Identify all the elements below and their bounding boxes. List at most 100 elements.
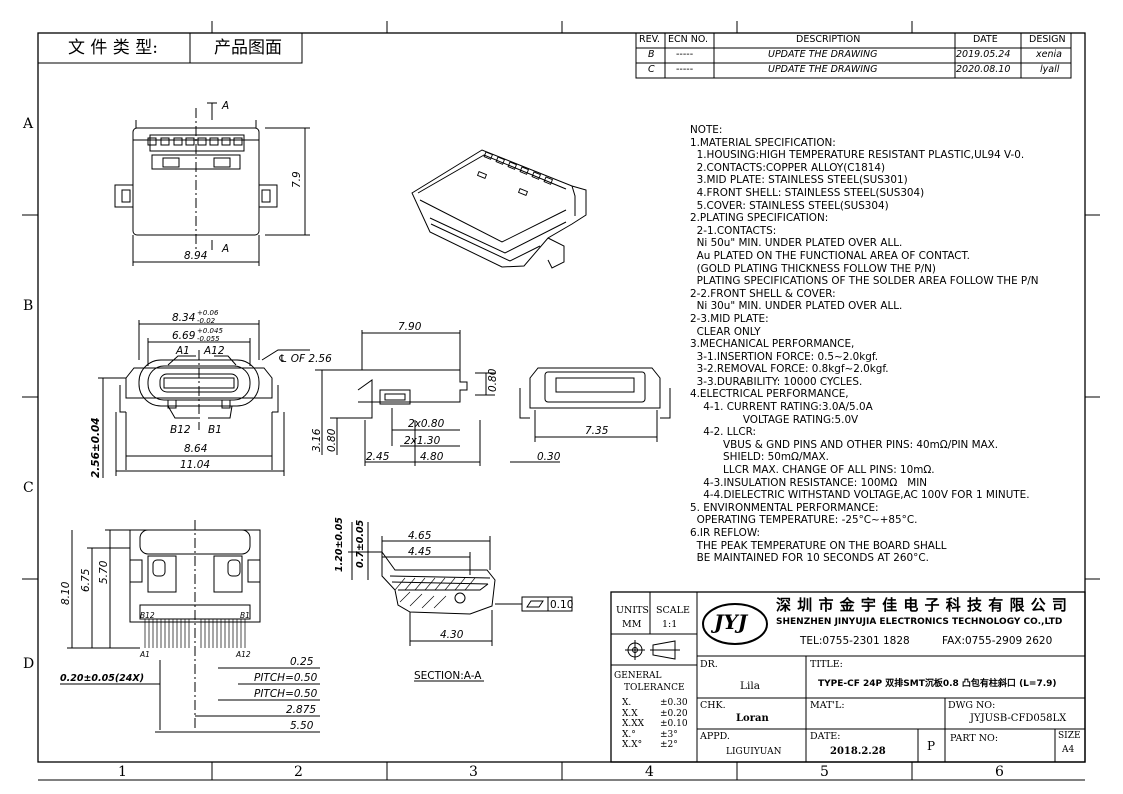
pin-label-b1: B1: [208, 424, 222, 436]
note-line: 5. ENVIRONMENTAL PERFORMANCE:: [690, 501, 879, 514]
note-line: 2-2.FRONT SHELL & COVER:: [690, 287, 836, 300]
grid-col-5: 5: [820, 764, 829, 780]
company-logo: JYJ: [714, 610, 748, 634]
grid-col-6: 6: [995, 764, 1004, 780]
dim-front-w2-tol-lo: -0.055: [197, 335, 220, 343]
dim-bottom-pitch1: PITCH=0.50: [254, 672, 318, 684]
size-value: A4: [1062, 745, 1075, 755]
note-line: 6.IR REFLOW:: [690, 527, 761, 539]
pin-label-a12: A12: [203, 345, 225, 357]
note-line: 2.PLATING SPECIFICATION:: [690, 212, 829, 225]
dim-section-445: 4.45: [408, 546, 432, 558]
dim-front-w1-tol-hi: +0.06: [197, 309, 219, 317]
dim-front-height: 2.56±0.04: [90, 417, 102, 478]
section-marker-bottom: A: [221, 243, 229, 255]
section-marker-top: A: [221, 100, 229, 112]
rev-row-b-rev: B: [648, 49, 655, 60]
tolerance-key: X.X°: [622, 740, 643, 750]
rev-row-b-ecn: -----: [676, 49, 694, 60]
dim-side-2x080: 2x0.80: [408, 418, 445, 430]
material-label: MAT'L:: [810, 700, 845, 711]
dim-bottom-020: 0.20±0.05(24X): [60, 673, 144, 684]
grid-col-4: 4: [645, 764, 654, 780]
company-tel: TEL:0755-2301 1828: [800, 635, 910, 647]
note-line: 2-1.CONTACTS:: [690, 224, 777, 237]
note-line: 4-2. LLCR:: [690, 426, 757, 439]
rev-row-c-design: lyall: [1040, 64, 1060, 75]
dim-front-w4: 11.04: [180, 459, 210, 471]
rev-row-c-desc: UPDATE THE DRAWING: [768, 64, 878, 75]
dim-side-080: 0.80: [326, 428, 338, 452]
grid-row-c: C: [23, 480, 34, 496]
tolerance-key: X.XX: [622, 719, 645, 729]
date-value: 2018.2.28: [830, 746, 886, 757]
dim-side-h1: 0.80: [487, 368, 499, 392]
bottom-pin-b1: B1: [240, 611, 250, 620]
note-line: Au PLATED ON THE FUNCTIONAL AREA OF CONT…: [690, 249, 970, 262]
note-line: 4-3.INSULATION RESISTANCE: 100MΩ MIN: [690, 476, 928, 489]
drawing-title: TYPE-CF 24P 双排SMT沉板0.8 凸包有柱斜口 (L=7.9): [818, 679, 1057, 689]
rev-header-date: DATE: [973, 34, 998, 45]
note-line: BE MAINTAINED FOR 10 SECONDS AT 260°C.: [690, 552, 929, 565]
rev-header-design: DESIGN: [1029, 34, 1066, 45]
general-label: GENERAL: [614, 671, 662, 681]
note-line: 4-4.DIELECTRIC WITHSTAND VOLTAGE,AC 100V…: [690, 489, 1030, 502]
dim-side-245: 2.45: [366, 451, 390, 463]
tolerance-label: TOLERANCE: [624, 683, 685, 693]
section-aa-label: SECTION:A-A: [414, 670, 482, 682]
tolerance-key: X.°: [622, 729, 636, 740]
tolerance-value: ±0.20: [660, 708, 688, 719]
part-no-label: PART NO:: [950, 733, 999, 744]
bottom-pin-b12: B12: [140, 611, 155, 620]
dim-section-07: 0.7±0.05: [355, 519, 366, 568]
tolerance-row: X.XX ±0.10: [622, 719, 688, 730]
file-type-value: 产品图面: [214, 38, 282, 58]
dim-side-316: 3.16: [311, 428, 323, 452]
dim-section-flatness: 0.10: [550, 599, 573, 611]
note-line: 3-1.INSERTION FORCE: 0.5~2.0kgf.: [690, 350, 879, 363]
dim-section-430: 4.30: [440, 629, 464, 641]
note-line: THE PEAK TEMPERATURE ON THE BOARD SHALL: [690, 539, 947, 552]
dwg-no-value: JYJUSB-CFD058LX: [970, 713, 1067, 724]
tolerance-row: X.°±3°: [622, 730, 688, 741]
rev-row-b-design: xenia: [1036, 49, 1062, 60]
tolerance-key: X.X: [622, 708, 638, 719]
note-line: VOLTAGE RATING:5.0V: [690, 413, 859, 426]
p-value: P: [927, 739, 936, 753]
bottom-pin-a12: A12: [235, 650, 251, 659]
company-name-en: SHENZHEN JINYUJIA ELECTRONICS TECHNOLOGY…: [776, 617, 1063, 627]
dim-bottom-2875: 2.875: [286, 704, 316, 716]
dim-front-w2: 6.69: [172, 330, 196, 342]
note-line: 4.ELECTRICAL PERFORMANCE,: [690, 388, 849, 401]
grid-row-a: A: [23, 116, 34, 132]
note-line: Ni 50u" MIN. UNDER PLATED OVER ALL.: [690, 237, 903, 250]
note-line: 3.MECHANICAL PERFORMANCE,: [690, 338, 855, 351]
bottom-pin-a1: A1: [139, 650, 150, 659]
size-label: SIZE: [1058, 731, 1081, 741]
note-line: Ni 30u" MIN. UNDER PLATED OVER ALL.: [690, 300, 903, 313]
note-line: 3-2.REMOVAL FORCE: 0.8kgf~2.0kgf.: [690, 363, 889, 376]
flatness-icon: [526, 600, 544, 608]
tolerance-value: ±2°: [660, 740, 678, 750]
note-line: (GOLD PLATING THICKNESS FOLLOW THE P/N): [690, 262, 936, 275]
note-line: 2.CONTACTS:COPPER ALLOY(C1814): [690, 161, 886, 174]
file-type-label: 文 件 类 型:: [68, 38, 158, 58]
scale-label: SCALE: [656, 605, 690, 616]
grid-col-1: 1: [118, 764, 127, 780]
grid-row-b: B: [23, 298, 34, 314]
dim-section-465: 4.65: [408, 530, 432, 542]
rev-row-c-date: 2020.08.10: [956, 64, 1011, 75]
dim-front-w3: 8.64: [184, 443, 207, 455]
dim-top-height: 7.9: [291, 171, 303, 188]
company-name-cn: 深 圳 市 金 宇 佳 电 子 科 技 有 限 公 司: [776, 596, 1068, 614]
note-line: 3.MID PLATE: STAINLESS STEEL(SUS301): [690, 174, 908, 187]
pin-label-a1: A1: [175, 345, 190, 357]
dim-rear-width: 7.35: [585, 425, 609, 437]
date-label: DATE:: [810, 731, 841, 742]
tolerance-value: ±0.10: [660, 719, 688, 729]
title-label: TITLE:: [810, 659, 843, 670]
tolerance-row: X.X ±0.20: [622, 709, 688, 720]
